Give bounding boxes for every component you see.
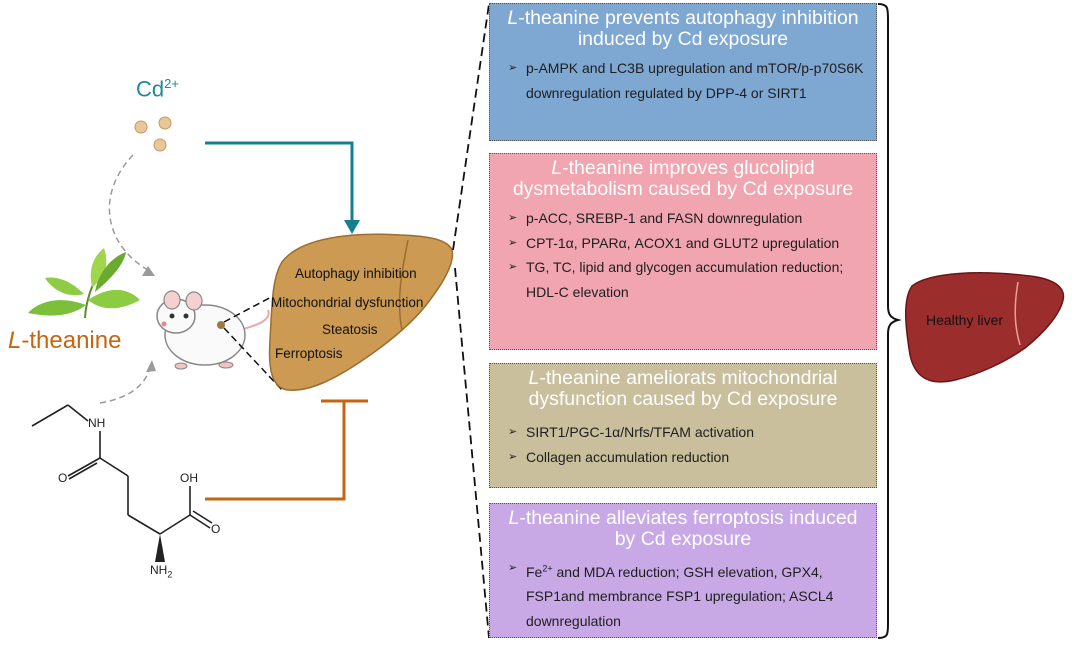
cd-particle bbox=[158, 116, 172, 130]
box-autophagy-title: L-theanine prevents autophagy inhibition… bbox=[496, 8, 870, 50]
damaged-liver-icon bbox=[268, 233, 454, 391]
mouse-icon bbox=[156, 290, 270, 370]
wedge-bond bbox=[155, 534, 165, 562]
molecule-oh: OH bbox=[180, 471, 198, 485]
theanine-label-italic: L bbox=[8, 327, 22, 354]
cd-particle bbox=[153, 138, 167, 152]
arrowhead bbox=[344, 220, 360, 234]
theanine-label: L-theanine bbox=[8, 327, 121, 355]
box-title-text: -theanine alleviates ferroptosis induced… bbox=[519, 507, 858, 550]
molecule-nh2-sub: 2 bbox=[167, 569, 173, 580]
fe-text: Fe bbox=[526, 563, 543, 580]
cd-particle bbox=[134, 120, 148, 134]
theanine-inhibit-line bbox=[205, 402, 346, 501]
box-title-italic: L bbox=[508, 507, 520, 529]
arrowhead bbox=[142, 266, 155, 276]
list-item-text: p-AMPK and LC3B upregulation and mTOR/p-… bbox=[526, 60, 864, 101]
list-item: ➢ Fe2+ and MDA reduction; GSH elevation, … bbox=[500, 556, 866, 633]
molecule-o2: O bbox=[211, 522, 221, 536]
zoom-line bbox=[454, 267, 490, 639]
liver-label-mitochondrial: Mitochondrial dysfunction bbox=[271, 295, 424, 310]
molecule-nh2: NH2 bbox=[150, 563, 172, 579]
box-title-italic: L bbox=[507, 7, 519, 29]
list-item-text: Fe2+ and MDA reduction; GSH elevation, G… bbox=[526, 563, 834, 629]
box-glucolipid: L-theanine improves glucolipid dysmetabo… bbox=[489, 153, 877, 350]
bullet-list: ➢ SIRT1/PGC-1α/Nrfs/TFAM activation ➢ Coll… bbox=[490, 420, 876, 469]
list-item: ➢ SIRT1/PGC-1α/Nrfs/TFAM activation bbox=[500, 420, 866, 445]
box-title-text: -theanine prevents autophagy inhibition … bbox=[518, 7, 859, 50]
bullet-arrow-icon: ➢ bbox=[508, 62, 518, 74]
list-item: ➢ p-AMPK and LC3B upregulation and mTOR/p… bbox=[500, 56, 866, 105]
liver-label-ferroptosis: Ferroptosis bbox=[275, 346, 343, 361]
bullet-list: ➢ p-AMPK and LC3B upregulation and mTOR/p… bbox=[490, 56, 876, 105]
zoom-line bbox=[223, 284, 295, 323]
cd-label-sup: 2+ bbox=[164, 76, 179, 91]
molecule-nh: NH bbox=[88, 416, 106, 430]
bullet-arrow-icon: ➢ bbox=[508, 212, 518, 224]
list-item-text: CPT-1α, PPARα, ACOX1 and GLUT2 upregulat… bbox=[526, 234, 840, 251]
list-item: ➢ Collagen accumulation reduction bbox=[500, 445, 866, 470]
box-ferroptosis-title: L-theanine alleviates ferroptosis induce… bbox=[496, 508, 870, 550]
box-title-italic: L bbox=[528, 367, 540, 389]
list-item-text: p-ACC, SREBP-1 and FASN downregulation bbox=[526, 210, 803, 226]
bullet-list: ➢p-ACC, SREBP-1 and FASN downregulation … bbox=[490, 206, 876, 304]
tea-leaf-icon bbox=[28, 248, 140, 319]
theanine-molecule bbox=[31, 404, 213, 535]
healthy-liver-icon bbox=[904, 272, 1065, 383]
liver-label-autophagy: Autophagy inhibition bbox=[295, 266, 417, 281]
molecule-o1: O bbox=[58, 471, 68, 485]
list-item: ➢ CPT-1α, PPARα, ACOX1 and GLUT2 upregula… bbox=[500, 231, 866, 256]
list-item-text: Collagen accumulation reduction bbox=[526, 448, 730, 465]
zoom-line bbox=[223, 327, 283, 391]
fe-rest: and MDA reduction; GSH elevation, GPX4, … bbox=[526, 563, 834, 629]
box-glucolipid-title: L-theanine improves glucolipid dysmetabo… bbox=[496, 158, 870, 200]
bullet-list: ➢ Fe2+ and MDA reduction; GSH elevation, … bbox=[490, 556, 876, 633]
molecule-nh2-text: NH bbox=[150, 563, 168, 577]
box-ferroptosis: L-theanine alleviates ferroptosis induce… bbox=[489, 503, 877, 638]
box-title-text: -theanine ameliorats mitochondrial dysfu… bbox=[528, 367, 838, 410]
right-brace bbox=[877, 3, 902, 639]
cd-label: Cd2+ bbox=[136, 76, 179, 102]
list-item: ➢ p-ACC, SREBP-1 and FASN downregulation bbox=[500, 206, 866, 231]
box-title-text: -theanine improves glucolipid dysmetabol… bbox=[512, 157, 854, 200]
arrowhead bbox=[146, 360, 156, 372]
liver-marker bbox=[217, 321, 225, 329]
cd-particles bbox=[134, 116, 172, 152]
box-title-italic: L bbox=[551, 157, 563, 179]
healthy-liver-label: Healthy liver bbox=[926, 312, 1004, 328]
bullet-arrow-icon: ➢ bbox=[508, 236, 518, 249]
box-mitochondrial: L-theanine ameliorats mitochondrial dysf… bbox=[489, 363, 877, 488]
list-item-text: SIRT1/PGC-1α/Nrfs/TFAM activation bbox=[526, 424, 754, 440]
list-item-text: TG, TC, lipid and glycogen accumulation … bbox=[526, 259, 844, 300]
box-mitochondrial-title: L-theanine ameliorats mitochondrial dysf… bbox=[496, 368, 870, 410]
bullet-arrow-icon: ➢ bbox=[508, 450, 518, 463]
cd-label-text: Cd bbox=[136, 76, 165, 102]
liver-label-steatosis: Steatosis bbox=[322, 322, 378, 337]
fe-sup: 2+ bbox=[542, 563, 553, 573]
bullet-arrow-icon: ➢ bbox=[508, 426, 518, 438]
left-diagram bbox=[28, 116, 454, 562]
list-item: ➢ TG, TC, lipid and glycogen accumulation… bbox=[500, 255, 866, 304]
zoom-line bbox=[452, 3, 490, 251]
box-autophagy: L-theanine prevents autophagy inhibition… bbox=[489, 3, 877, 141]
bullet-arrow-icon: ➢ bbox=[508, 261, 518, 273]
bullet-arrow-icon: ➢ bbox=[508, 562, 518, 574]
cd-promote-arrow bbox=[205, 141, 354, 222]
theanine-label-text: -theanine bbox=[21, 327, 122, 354]
